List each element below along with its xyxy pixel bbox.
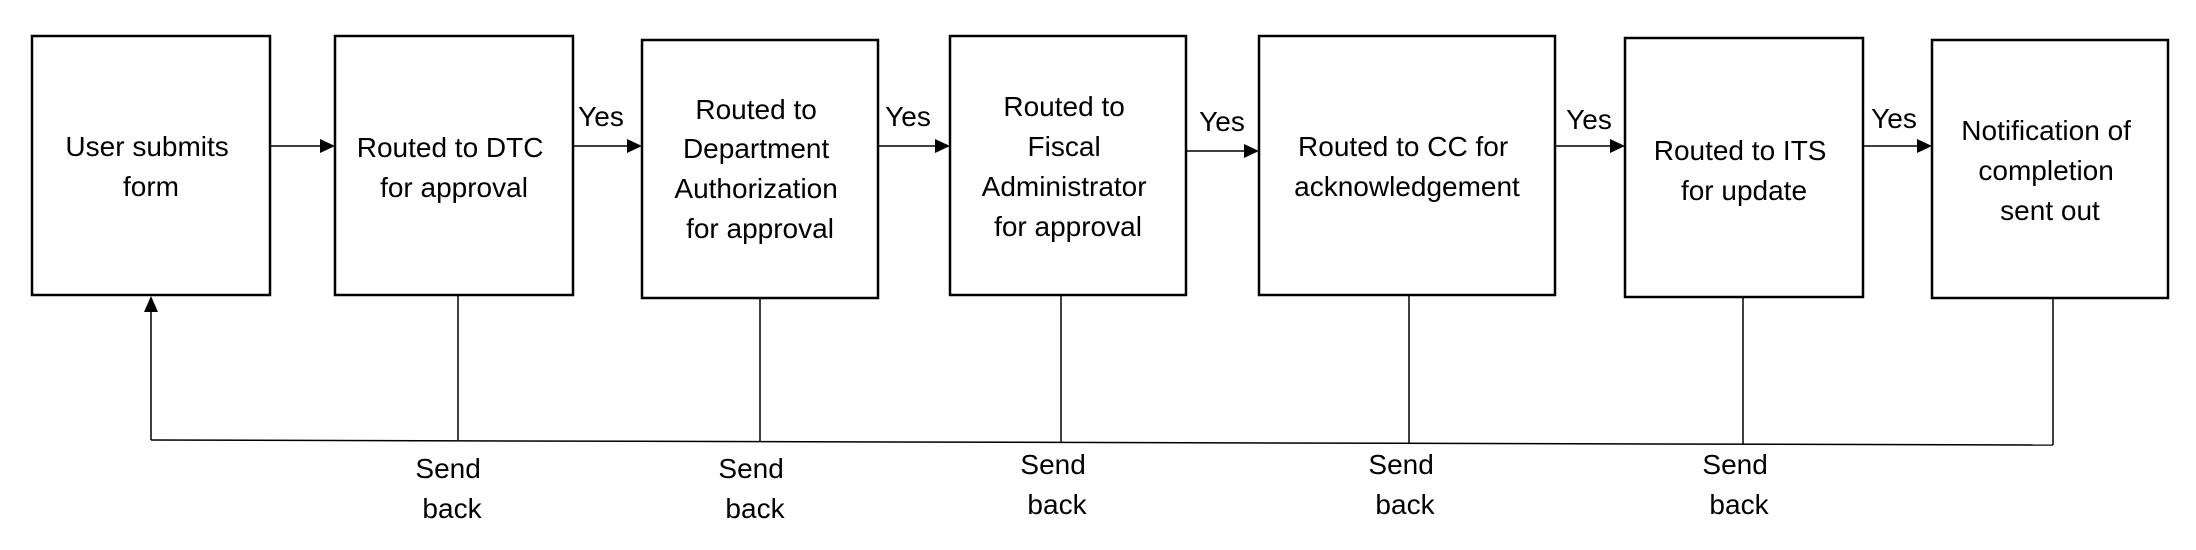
step-routed-cc: Routed to CC for acknowledgement — [1257, 34, 1557, 297]
step-box — [333, 34, 575, 297]
step-text: Routed to DTC for approval — [357, 132, 552, 203]
step-box — [640, 38, 880, 300]
connector-3: Yes — [878, 101, 950, 153]
send-back-label: Send back — [415, 453, 488, 524]
step-box — [1257, 34, 1557, 297]
arrowhead — [935, 139, 950, 153]
step-user-submits: User submits form — [30, 34, 272, 297]
send-back-arrowhead — [144, 296, 158, 312]
step-text: Routed to Fiscal Administrator for appro… — [982, 91, 1155, 242]
connector-5: Yes — [1555, 104, 1625, 153]
step-notification: Notification of completion sent out — [1930, 38, 2170, 300]
connector-4: Yes — [1186, 106, 1259, 158]
connector-6: Yes — [1863, 103, 1932, 153]
arrowhead — [1244, 144, 1259, 158]
connector-label: Yes — [578, 101, 624, 132]
connector-label: Yes — [1566, 104, 1612, 135]
step-routed-fiscal-administrator: Routed to Fiscal Administrator for appro… — [948, 34, 1188, 297]
step-box — [30, 34, 272, 297]
step-text: Routed to Department Authorization for a… — [674, 94, 845, 244]
arrowhead — [627, 139, 642, 153]
arrowhead — [1610, 139, 1625, 153]
send-back-loop — [144, 295, 2054, 446]
send-back-label: Send back — [718, 453, 791, 524]
step-routed-its: Routed to ITS for update — [1623, 36, 1865, 299]
connector-1 — [270, 139, 335, 153]
connector-label: Yes — [885, 101, 931, 132]
send-back-bus-line — [150, 439, 2054, 446]
arrowhead — [320, 139, 335, 153]
step-box — [1623, 36, 1865, 299]
step-text: Routed to CC for acknowledgement — [1294, 131, 1520, 202]
arrowhead — [1917, 139, 1932, 153]
step-text: User submits form — [65, 131, 236, 202]
step-box — [948, 34, 1188, 297]
send-back-label: Send back — [1368, 449, 1441, 520]
send-back-label: Send back — [1702, 449, 1775, 520]
connector-label: Yes — [1199, 106, 1245, 137]
send-back-label: Send back — [1020, 449, 1093, 520]
step-routed-dtc: Routed to DTC for approval — [333, 34, 575, 297]
step-box — [1930, 38, 2170, 300]
connector-2: Yes — [573, 101, 642, 153]
step-text: Notification of completion sent out — [1961, 115, 2138, 226]
connector-label: Yes — [1871, 103, 1917, 134]
step-text: Routed to ITS for update — [1654, 135, 1835, 206]
step-routed-department-authorization: Routed to Department Authorization for a… — [640, 38, 880, 300]
